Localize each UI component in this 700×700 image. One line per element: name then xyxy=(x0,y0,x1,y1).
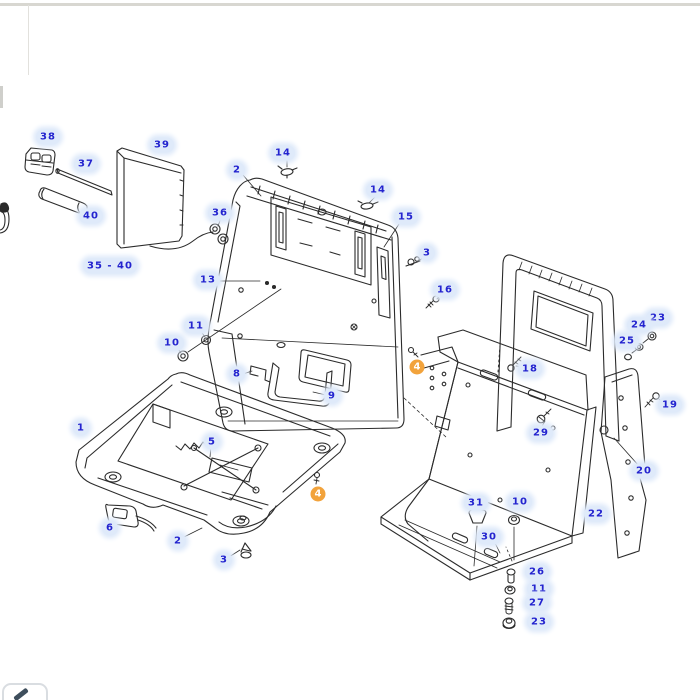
seat-pan-part-1 xyxy=(75,372,346,535)
edit-button[interactable] xyxy=(2,683,48,700)
part-label-highlighted-4[interactable]: 4 xyxy=(310,486,326,502)
part-label-38[interactable]: 38 xyxy=(36,129,60,145)
part-label-3[interactable]: 3 xyxy=(419,245,435,261)
part-label-26[interactable]: 26 xyxy=(525,564,549,580)
part-label-36[interactable]: 36 xyxy=(208,205,232,221)
part-label-5[interactable]: 5 xyxy=(204,434,220,450)
part-label-13[interactable]: 13 xyxy=(196,272,220,288)
seat-frame xyxy=(380,329,597,581)
part-label-8[interactable]: 8 xyxy=(229,366,245,382)
clip-part-3-bottom xyxy=(240,542,252,559)
part-label-11[interactable]: 11 xyxy=(527,581,551,597)
leader-lines xyxy=(175,157,665,558)
part-label-18[interactable]: 18 xyxy=(518,361,542,377)
bolt-part-4-middle xyxy=(407,346,419,358)
part-label-2[interactable]: 2 xyxy=(170,533,186,549)
part-label-25[interactable]: 25 xyxy=(615,333,639,349)
screw-dot xyxy=(271,284,277,290)
pencil-icon xyxy=(13,687,29,700)
part-label-10[interactable]: 10 xyxy=(160,335,184,351)
cropped-ui-edge xyxy=(0,86,3,108)
bracket-part-8 xyxy=(249,365,271,383)
mat-wire xyxy=(149,231,214,250)
part-label-27[interactable]: 27 xyxy=(525,595,549,611)
part-label-23[interactable]: 23 xyxy=(527,614,551,630)
screw-dot xyxy=(264,280,270,286)
part-label-15[interactable]: 15 xyxy=(394,209,418,225)
part-label-29[interactable]: 29 xyxy=(529,425,553,441)
sleeve-part-40 xyxy=(38,187,88,215)
suspension-mechanism-part-5 xyxy=(175,441,269,510)
part-label-35-40[interactable]: 35 - 40 xyxy=(83,258,137,274)
nuts-part-36 xyxy=(209,223,229,245)
part-label-9[interactable]: 9 xyxy=(324,388,340,404)
side-bracket-part-20 xyxy=(600,368,647,559)
part-label-6[interactable]: 6 xyxy=(102,520,118,536)
part-label-39[interactable]: 39 xyxy=(150,137,174,153)
screw-part-16 xyxy=(425,295,440,309)
nut-part-10-bottom xyxy=(507,514,521,561)
screw-part-18 xyxy=(507,356,522,372)
bolt-part-4-bottom xyxy=(313,471,321,485)
part-label-3[interactable]: 3 xyxy=(216,552,232,568)
latch-part-6 xyxy=(105,503,157,532)
screw-part-19 xyxy=(644,392,660,408)
part-label-23[interactable]: 23 xyxy=(646,310,670,326)
part-label-31[interactable]: 31 xyxy=(464,495,488,511)
clip-part-3-upper xyxy=(405,256,421,267)
part-label-20[interactable]: 20 xyxy=(632,463,656,479)
washers-10-11-left xyxy=(177,334,212,362)
part-label-11[interactable]: 11 xyxy=(184,318,208,334)
mat-part-39 xyxy=(116,147,185,249)
clip-part-14-right xyxy=(357,200,379,210)
part-label-30[interactable]: 30 xyxy=(477,529,501,545)
rod-part-37 xyxy=(55,168,113,196)
backrest-frame-upper xyxy=(496,254,620,442)
switch-part-38 xyxy=(24,147,56,176)
part-label-24[interactable]: 24 xyxy=(627,317,651,333)
part-label-2[interactable]: 2 xyxy=(229,162,245,178)
part-label-14[interactable]: 14 xyxy=(271,145,295,161)
clip-part-14-left xyxy=(277,165,298,179)
hardware-stack-26-11-27-23 xyxy=(502,546,516,629)
part-label-37[interactable]: 37 xyxy=(74,156,98,172)
part-label-40[interactable]: 40 xyxy=(79,208,103,224)
backrest-panel-part-2 xyxy=(207,177,405,432)
bolt-part-29 xyxy=(536,408,552,424)
part-label-1[interactable]: 1 xyxy=(73,420,89,436)
top-divider xyxy=(0,3,700,6)
hidden-edge-dashed xyxy=(403,397,447,438)
part-label-10[interactable]: 10 xyxy=(508,494,532,510)
part-label-16[interactable]: 16 xyxy=(433,282,457,298)
cropped-part-left-edge xyxy=(0,202,10,234)
part-label-highlighted-4[interactable]: 4 xyxy=(409,359,425,375)
part-label-19[interactable]: 19 xyxy=(658,397,682,413)
part-label-14[interactable]: 14 xyxy=(366,182,390,198)
part-label-22[interactable]: 22 xyxy=(584,506,608,522)
left-divider xyxy=(28,5,29,75)
